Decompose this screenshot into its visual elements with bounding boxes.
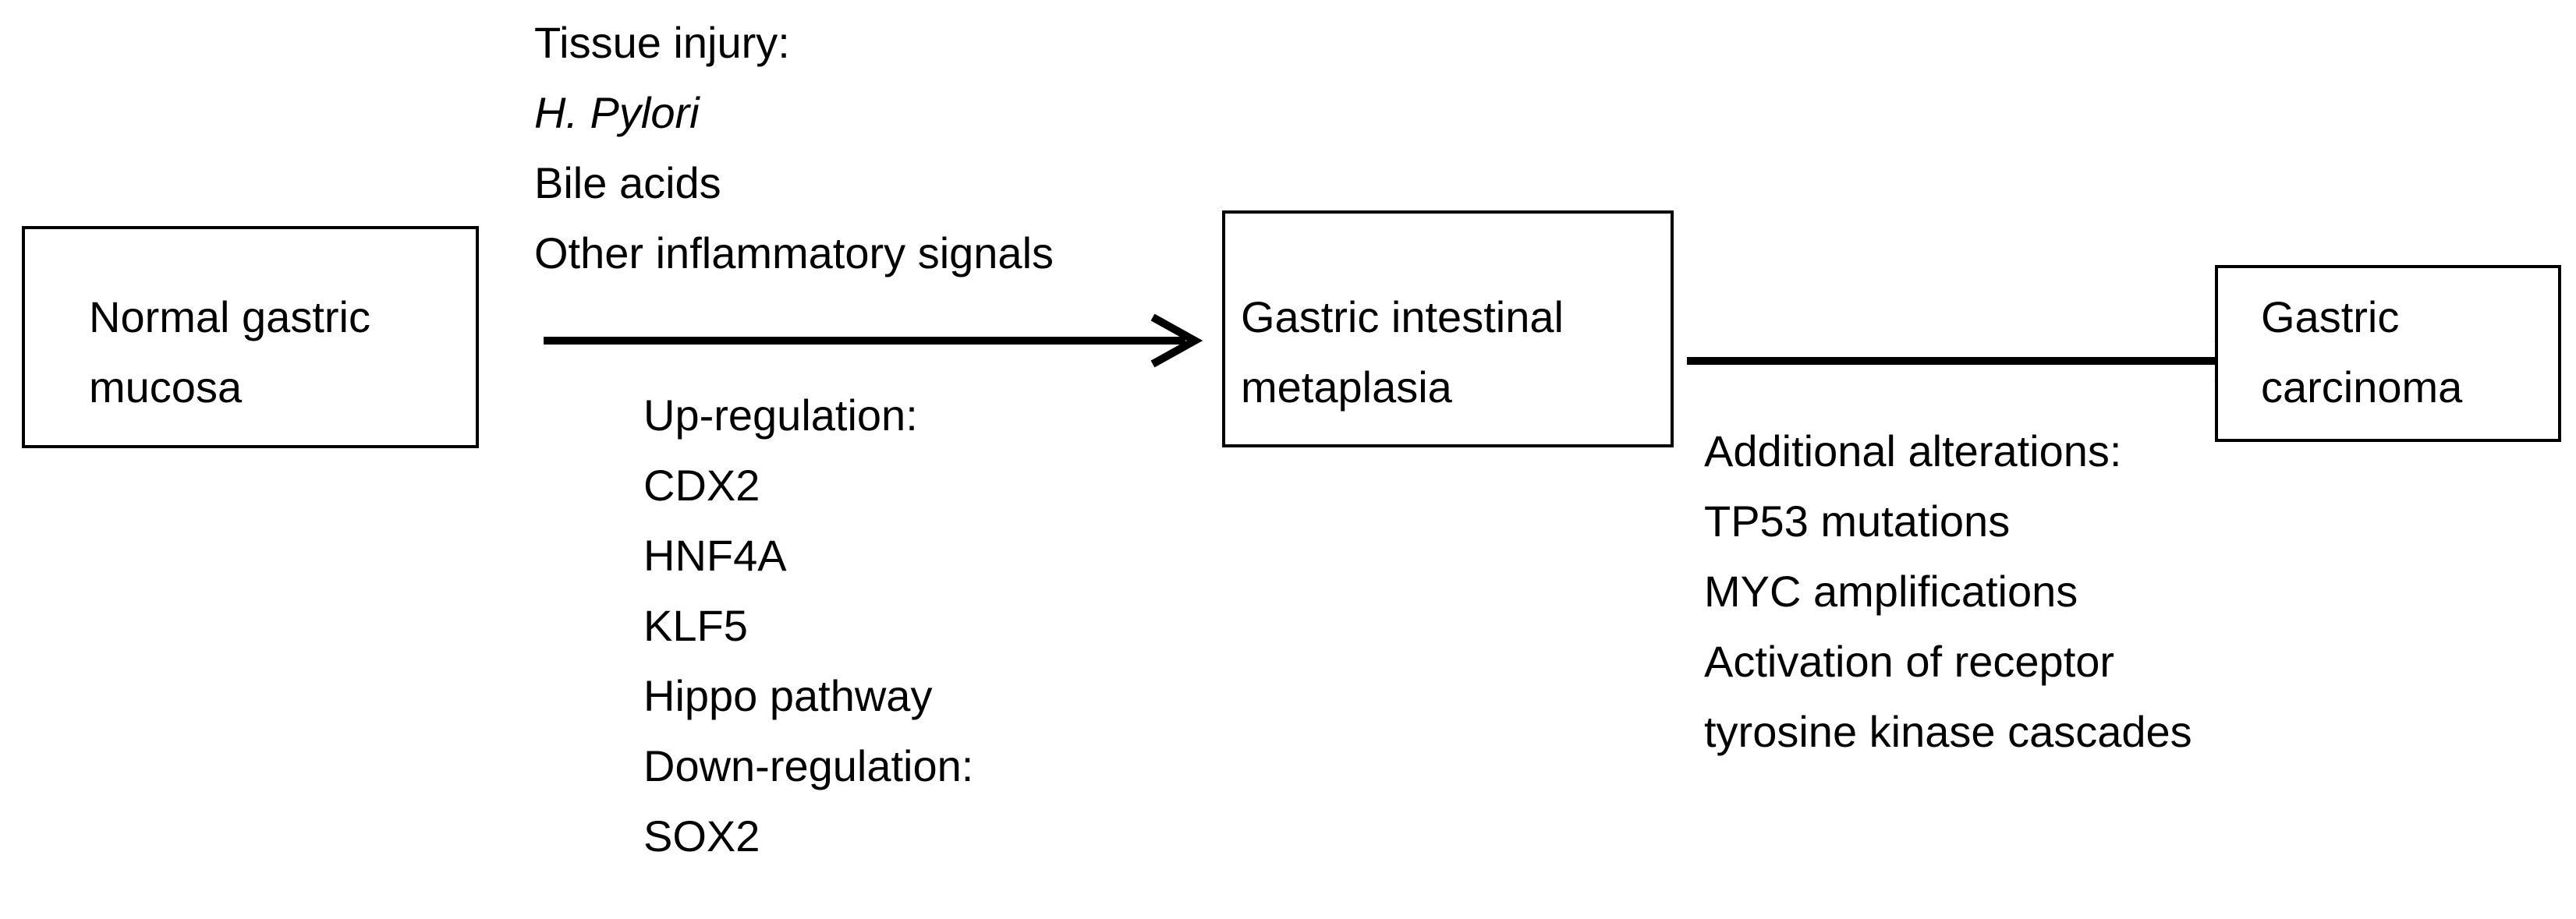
arrow-head [1150,313,1203,368]
box-line: Normal gastric [89,292,370,341]
gastric-intestinal-metaplasia-label: Gastric intestinal metaplasia [1241,282,1564,422]
label-item: H. Pylori [534,88,700,137]
label-heading: Down-regulation: [643,741,974,790]
label-item: CDX2 [643,461,760,510]
box-line: mucosa [89,362,243,412]
label-item: Bile acids [534,158,721,207]
normal-gastric-mucosa-box: Normal gastric mucosa [22,226,479,448]
label-item: Other inflammatory signals [534,228,1054,277]
label-heading: Up-regulation: [643,391,918,440]
box-line: Gastric [2261,292,2400,341]
label-heading: Tissue injury: [534,18,790,67]
label-item: tyrosine kinase cascades [1704,707,2192,756]
label-item: HNF4A [643,531,787,580]
label-item: Hippo pathway [643,671,933,720]
box-line: carcinoma [2261,362,2463,412]
label-item: Activation of receptor [1704,637,2115,686]
box-line: Gastric intestinal [1241,292,1564,341]
gastric-carcinoma-box: Gastric carcinoma [2215,265,2561,442]
box-line: metaplasia [1241,362,1452,412]
additional-alterations-label: Additional alterations: TP53 mutations M… [1704,416,2192,767]
arrow-metaplasia-to-carcinoma [1687,334,2267,388]
label-item: KLF5 [643,601,748,650]
gastric-intestinal-metaplasia-box: Gastric intestinal metaplasia [1222,210,1674,447]
regulation-label: Up-regulation: CDX2 HNF4A KLF5 Hippo pat… [643,380,973,871]
gastric-carcinoma-label: Gastric carcinoma [2261,282,2462,422]
arrow-normal-to-metaplasia [544,313,1203,368]
label-item: TP53 mutations [1704,497,2011,546]
label-heading: Additional alterations: [1704,426,2122,475]
label-item: SOX2 [643,811,760,861]
tissue-injury-label: Tissue injury: H. Pylori Bile acids Othe… [534,8,1054,288]
normal-gastric-mucosa-label: Normal gastric mucosa [89,282,370,422]
label-item: MYC amplifications [1704,567,2078,616]
